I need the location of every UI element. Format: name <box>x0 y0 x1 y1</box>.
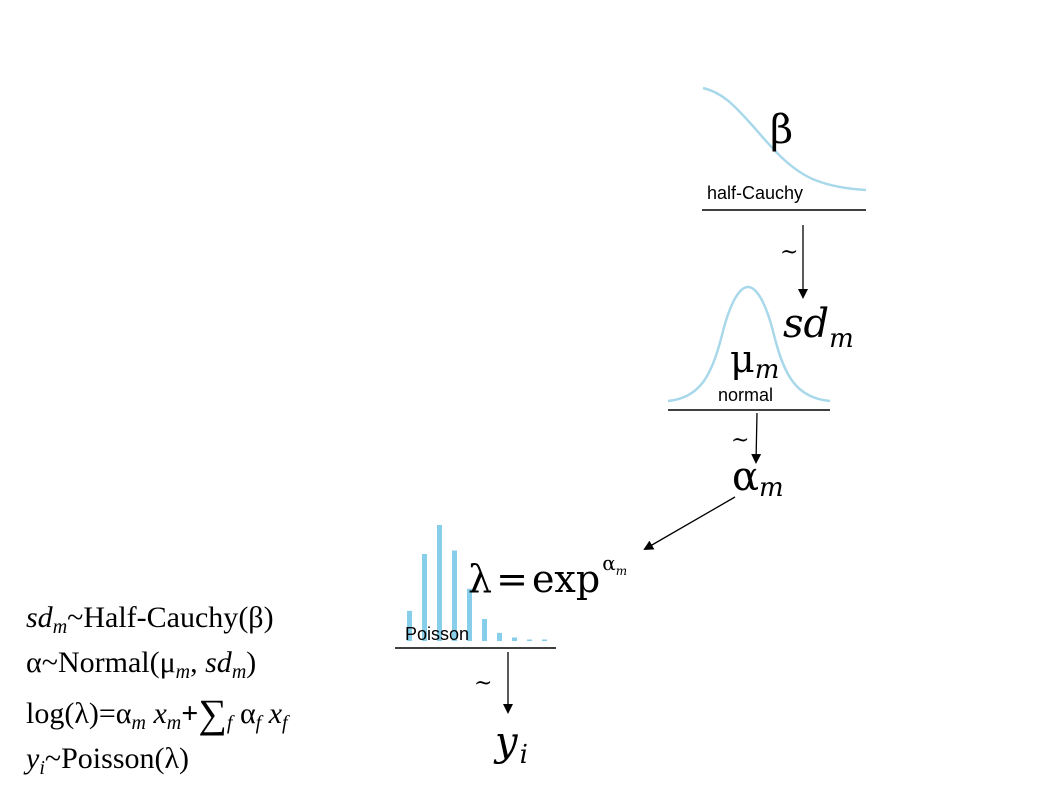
beta-node: β half-Cauchy <box>702 86 867 211</box>
poisson-bar <box>452 550 457 641</box>
poisson-bar <box>512 637 517 641</box>
tilde-label: ~ <box>731 428 749 453</box>
equation-alpha: α~Normal(μm, sdm) <box>26 646 257 683</box>
arrow-mu-to-alpha: ~ <box>731 412 762 464</box>
poisson-bar <box>542 639 547 641</box>
tilde-label: ~ <box>780 240 798 265</box>
poisson-bar <box>407 610 412 641</box>
half-cauchy-label: half-Cauchy <box>707 183 803 203</box>
poisson-label: Poisson <box>405 624 469 644</box>
arrow-alpha-to-lambda <box>643 496 736 551</box>
poisson-bar <box>437 525 442 641</box>
arrow-beta-to-sd: ~ <box>780 225 808 299</box>
equation-sd: sdm~Half-Cauchy(β) <box>26 601 274 638</box>
poisson-bars <box>407 525 547 641</box>
poisson-bar <box>467 588 472 641</box>
equation-y: yi~Poisson(λ) <box>26 742 190 779</box>
half-cauchy-curve <box>702 86 867 192</box>
beta-symbol: β <box>770 107 793 153</box>
normal-curve <box>667 285 831 403</box>
poisson-bar <box>527 639 532 641</box>
mu-symbol: μm <box>730 337 779 385</box>
arrow-lambda-to-y: ~ <box>474 652 513 714</box>
y-node: yi <box>493 719 528 770</box>
equation-log-lambda: log(λ)=αm xm+∑f αf xf <box>26 691 288 736</box>
sd-node: sdm <box>783 301 854 354</box>
alpha-node: αm <box>732 454 784 503</box>
poisson-bar <box>497 632 502 641</box>
normal-label: normal <box>718 385 773 405</box>
mu-node: μm normal <box>667 285 831 411</box>
tilde-label: ~ <box>474 671 492 696</box>
poisson-bar <box>422 554 427 641</box>
poisson-bar <box>482 618 487 641</box>
